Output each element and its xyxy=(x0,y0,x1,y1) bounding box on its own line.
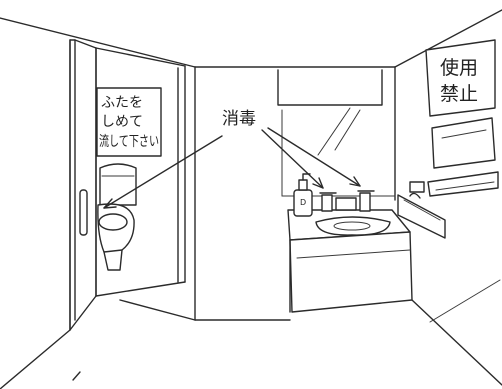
faucets xyxy=(320,191,374,211)
vanity xyxy=(288,210,412,312)
disinfect-label: 消毒 xyxy=(222,109,256,129)
out-of-order-line-1: 使用 xyxy=(440,57,478,79)
faucet-left-icon[interactable] xyxy=(322,195,332,211)
faucet-spout-icon[interactable] xyxy=(336,198,356,210)
sign-line-1: ふたを xyxy=(101,95,143,111)
out-of-order-sign: 使用 禁止 xyxy=(426,40,495,116)
paper-towel-dispenser xyxy=(432,118,495,168)
toilet-sign: ふたを しめて 流して下さい xyxy=(97,88,161,156)
door-handle-icon[interactable] xyxy=(80,190,87,235)
arrow-to-faucet-left xyxy=(262,130,323,188)
faucet-right-icon[interactable] xyxy=(360,193,370,211)
right-wall-fixtures xyxy=(398,118,498,238)
sink-basin xyxy=(316,217,390,235)
toilet-seat xyxy=(99,214,127,230)
toilet xyxy=(98,164,136,270)
soap-label: D xyxy=(300,198,306,207)
hand-dryer xyxy=(428,172,498,196)
mirror xyxy=(278,70,395,196)
out-of-order-line-2: 禁止 xyxy=(440,83,478,105)
arrow-head-faucet-right xyxy=(350,177,360,186)
sign-line-2: しめて xyxy=(101,114,143,130)
soap-bottle: D xyxy=(294,174,312,216)
sign-line-3: 流して下さい xyxy=(99,134,159,150)
